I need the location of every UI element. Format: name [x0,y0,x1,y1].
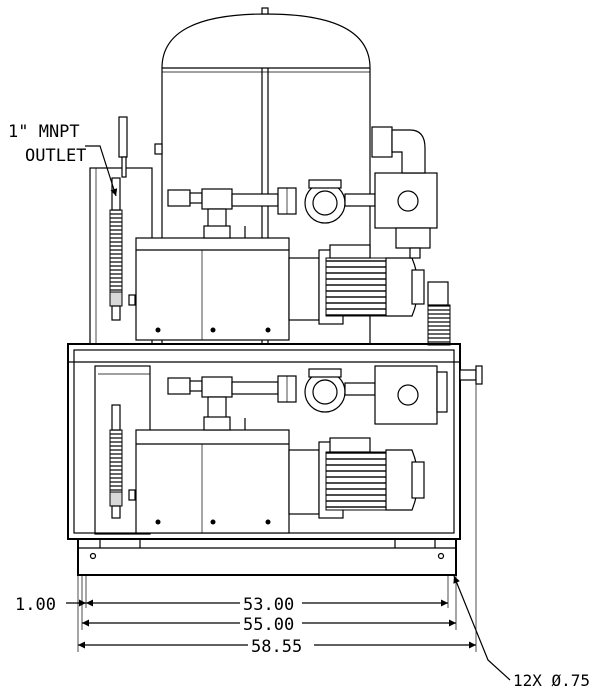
lower-left-panel [94,365,151,535]
offset-dimension: 1.00 [15,575,87,652]
outlet-label-line2: OUTLET [25,146,86,166]
lower-pump-set [135,365,483,534]
outlet-label-line1: 1" MNPT [8,122,80,142]
base-plate [77,538,457,576]
dimension-53: 53.00 [86,575,449,615]
dimension-58: 58.55 [78,384,477,657]
offset-dimension-value: 1.00 [15,595,56,615]
upper-pump-set [135,126,451,346]
dimension-53-value: 53.00 [243,595,294,615]
dimension-55-value: 55.00 [243,615,294,635]
hole-callout: 12X Ø.75 [453,575,590,690]
dimension-55: 55.00 [81,575,457,635]
hole-callout-label: 12X Ø.75 [513,671,590,690]
dimension-58-value: 58.55 [251,637,302,657]
outlet-callout: 1" MNPT OUTLET [8,122,118,197]
upper-left-panel [89,116,153,345]
